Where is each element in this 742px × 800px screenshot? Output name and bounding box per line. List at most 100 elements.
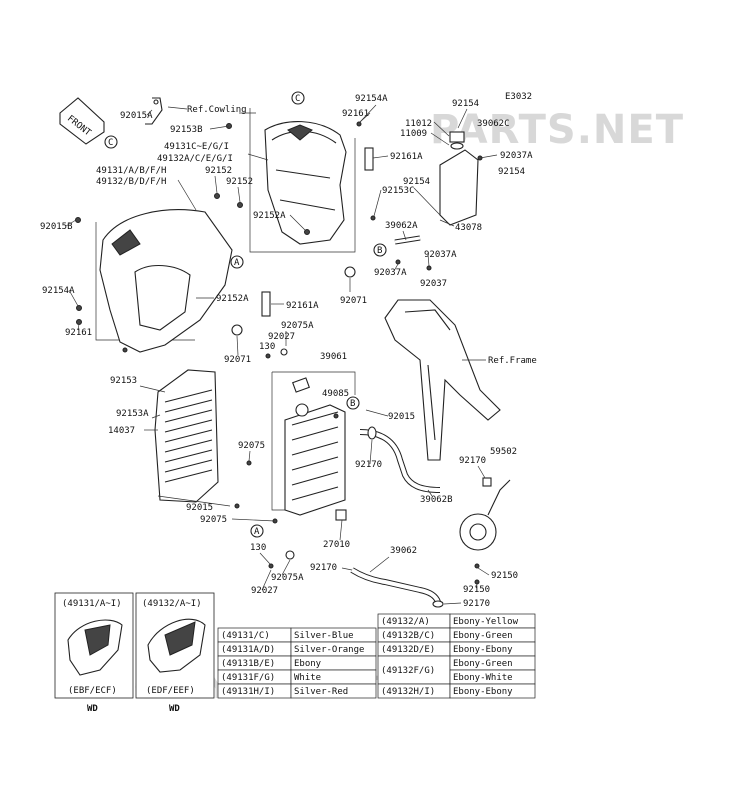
label-92015a-upper: 92015A	[120, 111, 153, 121]
front-arrow-icon: FRONT	[59, 97, 105, 145]
label-92150-2: 92150	[463, 585, 490, 595]
label-14037: 14037	[108, 426, 135, 436]
callout-a-1: A	[230, 255, 244, 269]
radiator-39061	[271, 371, 356, 516]
t1-color-1: Silver-Orange	[294, 645, 364, 655]
t2-code-0: (49132/A)	[381, 617, 430, 627]
inset-2-code: WD	[169, 704, 180, 714]
label-43078: 43078	[455, 223, 482, 233]
label-92153a: 92153A	[116, 409, 149, 419]
label-92071-2: 92071	[340, 296, 367, 306]
svg-text:A: A	[234, 258, 240, 268]
svg-text:B: B	[377, 246, 382, 256]
label-92075-1: 92075	[238, 441, 265, 451]
part-labels: 92015A 92153B 49131C~E/G/I 49132A/C/E/G/…	[40, 94, 533, 609]
label-92150-1: 92150	[491, 571, 518, 581]
label-92037a-1: 92037A	[500, 151, 533, 161]
t1-code-2: (49131B/E)	[221, 659, 275, 669]
t2-color-4: Ebony-White	[453, 673, 513, 683]
inset-1-part: (49131/A~I)	[62, 599, 122, 609]
label-11012: 11012	[405, 119, 432, 129]
label-92154a-1: 92154A	[42, 286, 75, 296]
callout-a-2: A	[250, 524, 264, 538]
color-table-49131: (49131/C) Silver-Blue (49131A/D) Silver-…	[217, 627, 377, 699]
callout-b-1: B	[373, 243, 387, 257]
inset-1-model: (EBF/ECF)	[68, 686, 117, 696]
t1-color-2: Ebony	[294, 659, 322, 669]
t1-color-3: White	[294, 673, 321, 683]
leader-lines	[65, 104, 498, 605]
t1-code-1: (49131A/D)	[221, 645, 275, 655]
svg-text:B: B	[350, 399, 355, 409]
svg-text:C: C	[108, 138, 113, 148]
label-92170-4: 92170	[463, 599, 490, 609]
label-92037: 92037	[420, 279, 447, 289]
inner-shroud-panel	[249, 108, 356, 253]
label-39061: 39061	[320, 352, 347, 362]
label-92170-2: 92170	[459, 456, 486, 466]
t1-code-0: (49131/C)	[221, 631, 270, 641]
t2-code-5: (49132H/I)	[381, 687, 435, 697]
t2-color-3: Ebony-Green	[453, 659, 513, 669]
label-49131c: 49131C~E/G/I	[164, 142, 229, 152]
color-table-49132: (49132/A) Ebony-Yellow (49132B/C) Ebony-…	[377, 613, 536, 699]
label-92154-2: 92154	[498, 167, 525, 177]
label-92075-2: 92075	[200, 515, 227, 525]
label-92154-3: 92154	[403, 177, 430, 187]
label-92071-1: 92071	[224, 355, 251, 365]
label-39062a: 39062A	[385, 221, 418, 231]
t2-code-3: (49132F/G)	[381, 666, 435, 676]
label-27010: 27010	[323, 540, 350, 550]
callout-c-top: C	[291, 91, 305, 105]
label-92153b: 92153B	[170, 125, 203, 135]
ref-cowling-label: Ref.Cowling	[187, 105, 247, 115]
frame	[384, 299, 501, 461]
label-92075a-2: 92075A	[271, 573, 304, 583]
label-49085: 49085	[322, 389, 349, 399]
label-92037a-3: 92037A	[374, 268, 407, 278]
t1-color-0: Silver-Blue	[294, 631, 354, 641]
label-49132: 49132/B/D/F/H	[96, 177, 166, 187]
label-39062c: 39062C	[477, 119, 510, 129]
label-92153c: 92153C	[382, 186, 415, 196]
label-92027-1: 92027	[268, 332, 295, 342]
label-92154-1: 92154	[452, 99, 479, 109]
label-11009: 11009	[400, 129, 427, 139]
label-59502: 59502	[490, 447, 517, 457]
label-92152-1: 92152	[205, 166, 232, 176]
t2-color-0: Ebony-Yellow	[453, 617, 519, 627]
t1-color-4: Silver-Red	[294, 687, 348, 697]
diagram-code: E3032	[505, 92, 532, 102]
label-92152a-1: 92152A	[253, 211, 286, 221]
svg-text:A: A	[254, 527, 260, 537]
label-92161a-1: 92161A	[286, 301, 319, 311]
callout-b-2: B	[346, 396, 360, 410]
label-92027-2: 92027	[251, 586, 278, 596]
inset-box-2: (49132/A~I) (EDF/EEF) WD	[135, 592, 215, 714]
label-92154a-2: 92154A	[355, 94, 388, 104]
label-130-1: 130	[259, 342, 275, 352]
ref-frame-label: Ref.Frame	[488, 356, 537, 366]
label-92170-3: 92170	[310, 563, 337, 573]
label-92075a-1: 92075A	[281, 321, 314, 331]
label-92161a-2: 92161A	[390, 152, 423, 162]
label-130-2: 130	[250, 543, 266, 553]
t2-color-2: Ebony-Ebony	[453, 645, 513, 655]
water-pump-59502	[459, 479, 511, 551]
label-92015-1: 92015	[388, 412, 415, 422]
callout-c-left: C	[104, 135, 118, 149]
watermark-top: PARTS.NET	[430, 107, 684, 153]
label-92152-2: 92152	[226, 177, 253, 187]
label-49131: 49131/A/B/F/H	[96, 166, 166, 176]
inset-2-part: (49132/A~I)	[142, 599, 202, 609]
t1-code-4: (49131H/I)	[221, 687, 275, 697]
label-39062: 39062	[390, 546, 417, 556]
label-92170-1: 92170	[355, 460, 382, 470]
t2-code-2: (49132D/E)	[381, 645, 435, 655]
radiator-guard-14037	[154, 369, 219, 503]
label-92152a-2: 92152A	[216, 294, 249, 304]
label-92015-2: 92015	[186, 503, 213, 513]
t2-code-1: (49132B/C)	[381, 631, 435, 641]
label-92153: 92153	[110, 376, 137, 386]
